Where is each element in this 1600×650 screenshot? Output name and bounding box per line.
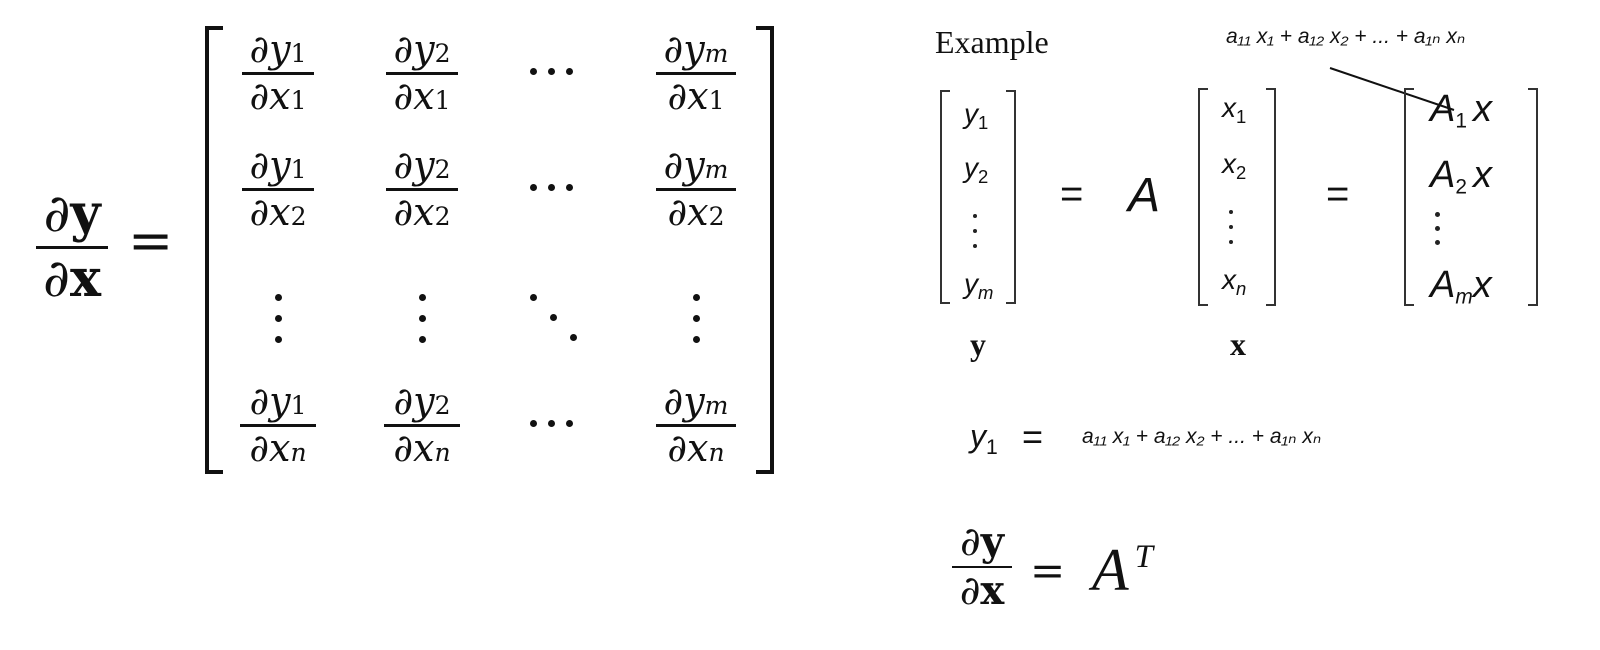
example-equals-2: =: [1326, 172, 1350, 216]
y-vector-label: y: [970, 326, 986, 362]
x-vector-entry-n: xn: [1222, 264, 1247, 299]
x-vector-right-bracket: [1266, 88, 1276, 306]
y-vector-entry-1: y1: [964, 98, 989, 133]
matrix-right-bracket: [756, 26, 774, 474]
lhs-fraction: ∂y ∂x: [36, 188, 108, 305]
example-equals-1: =: [1060, 172, 1084, 216]
scalar-rhs: a₁₁ x₁ + a₁₂ x₂ + ... + a₁ₙ xₙ: [1082, 425, 1322, 448]
annotation-expression: a₁₁ x₁ + a₁₂ x₂ + ... + a₁ₙ xₙ: [1226, 25, 1466, 48]
lhs-denominator: ∂x: [43, 248, 101, 309]
y-vector-left-bracket: [940, 90, 950, 304]
col2-vertical-dots: [419, 294, 426, 343]
rhs-vector-right-bracket: [1528, 88, 1538, 306]
scalar-lhs: y1: [970, 418, 998, 459]
matrix-A: A: [1128, 169, 1161, 222]
example-title: Example: [935, 24, 1049, 60]
rhs-vector-left-bracket: [1404, 88, 1414, 306]
y-vector-dots: [973, 214, 977, 248]
fraction-bar: [36, 246, 108, 249]
row4-horizontal-dots: [530, 420, 573, 427]
row1-horizontal-dots: [530, 68, 573, 75]
matrix-left-bracket: [205, 26, 223, 474]
x-vector-label: x: [1230, 326, 1246, 362]
result-equals: =: [1030, 546, 1066, 595]
annotation-pointer-line: [1329, 67, 1455, 111]
y-vector-entry-m: ym: [964, 268, 994, 303]
result-fraction: ∂y ∂x: [952, 522, 1012, 611]
lhs-numerator: ∂y: [43, 183, 101, 244]
x-vector-left-bracket: [1198, 88, 1208, 306]
col1-vertical-dots: [275, 294, 282, 343]
row2-horizontal-dots: [530, 184, 573, 191]
x-vector-entry-2: x2: [1222, 148, 1247, 183]
col3-vertical-dots: [693, 294, 700, 343]
rhs-entry-m: Amx: [1430, 264, 1492, 309]
x-vector-dots: [1229, 210, 1233, 244]
y-vector-entry-2: y2: [964, 152, 989, 187]
lhs-equals-sign: =: [128, 209, 174, 272]
scalar-equals: =: [1022, 416, 1044, 457]
y-vector-right-bracket: [1006, 90, 1016, 304]
x-vector-entry-1: x1: [1222, 92, 1247, 127]
rhs-vector-dots: [1435, 212, 1440, 245]
